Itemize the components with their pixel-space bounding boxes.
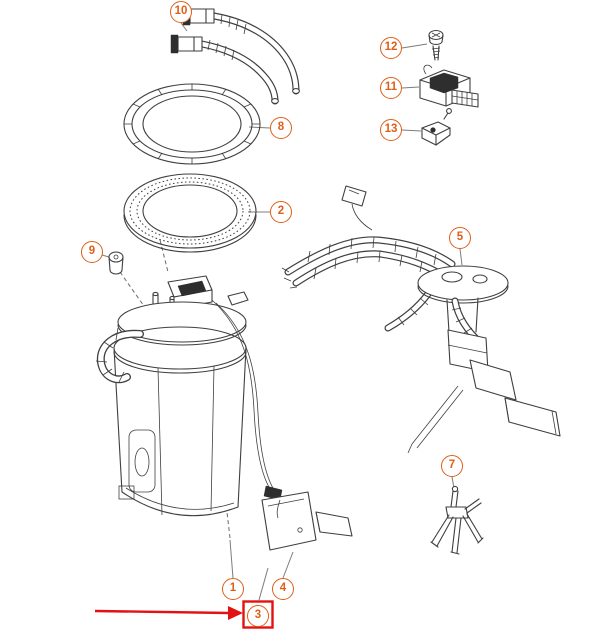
red-annotation	[94, 600, 274, 629]
part-retainer-clip	[421, 108, 452, 146]
part-screw	[428, 29, 444, 61]
part-locking-ring	[123, 83, 261, 165]
callout-4[interactable]: 4	[272, 578, 294, 600]
callout-9[interactable]: 9	[81, 241, 103, 263]
part-level-sender	[281, 185, 561, 454]
part-seal-ring	[123, 173, 257, 253]
callout-8[interactable]: 8	[270, 117, 292, 139]
part-fuel-hoses	[170, 6, 300, 105]
callout-7[interactable]: 7	[441, 455, 463, 477]
callout-12[interactable]: 12	[380, 37, 402, 59]
part-retainer-stand	[430, 485, 484, 555]
part-sensor-plate	[261, 491, 353, 551]
callout-3[interactable]: 3	[247, 605, 269, 627]
part-control-module	[419, 64, 479, 108]
red-arrow-line	[94, 609, 230, 615]
part-pump-assembly	[95, 275, 283, 517]
red-arrow-head	[228, 606, 243, 620]
callout-2[interactable]: 2	[270, 201, 292, 223]
callout-1[interactable]: 1	[222, 578, 244, 600]
callout-11[interactable]: 11	[380, 77, 402, 99]
part-grommet	[108, 251, 124, 275]
callout-13[interactable]: 13	[380, 119, 402, 141]
callout-10[interactable]: 10	[170, 1, 192, 23]
red-highlight-box	[242, 600, 274, 629]
callout-5[interactable]: 5	[449, 227, 471, 249]
